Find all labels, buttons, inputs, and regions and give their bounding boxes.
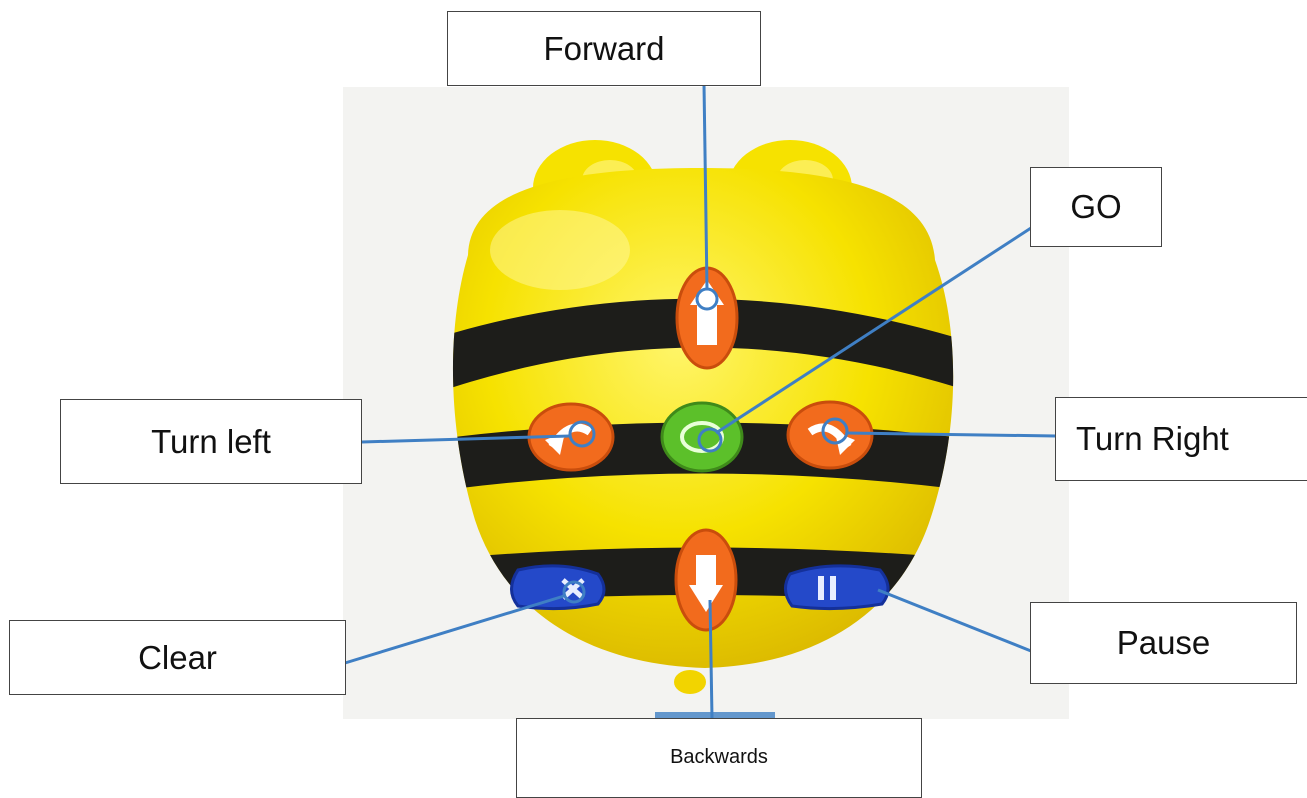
backwards-label-box: Backwards <box>516 718 922 798</box>
turn-right-label-box: Turn Right <box>1055 397 1307 481</box>
backwards-label: Backwards <box>670 746 768 768</box>
turn-left-pointer-marker <box>568 420 596 448</box>
go-button[interactable] <box>660 401 744 473</box>
forward-label: Forward <box>543 29 665 67</box>
clear-label: Clear <box>138 638 217 676</box>
clear-pointer-marker <box>562 580 586 604</box>
clear-button[interactable] <box>510 564 606 611</box>
go-pointer-marker <box>697 427 723 453</box>
backwards-highlight <box>655 712 775 720</box>
forward-button[interactable] <box>675 266 739 370</box>
go-label: GO <box>1070 188 1122 225</box>
pause-button[interactable] <box>784 564 890 611</box>
turn-left-label: Turn left <box>151 422 271 460</box>
pause-label-box: Pause <box>1030 602 1297 684</box>
clear-label-box: Clear <box>9 620 346 695</box>
turn-right-label: Turn Right <box>1076 420 1229 457</box>
backwards-button[interactable] <box>674 528 738 632</box>
go-label-box: GO <box>1030 167 1162 247</box>
turn-left-label-box: Turn left <box>60 399 362 484</box>
forward-label-box: Forward <box>447 11 761 86</box>
pause-label: Pause <box>1116 624 1211 661</box>
turn-right-button[interactable] <box>786 400 874 470</box>
